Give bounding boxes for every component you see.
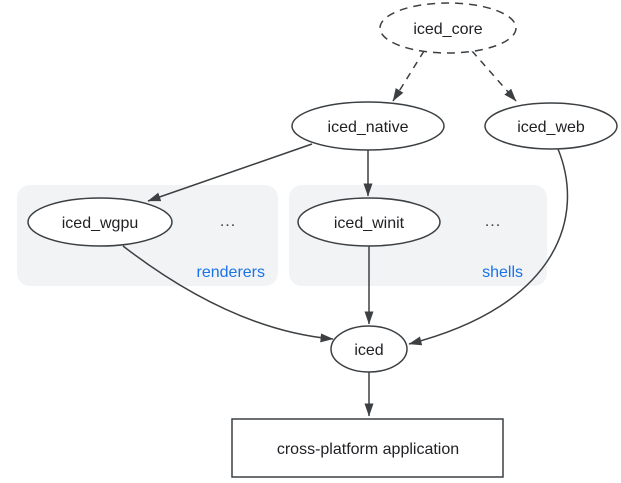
iced-label: iced — [354, 342, 383, 359]
node-iced-winit: iced_winit — [297, 197, 441, 247]
iced-web-label: iced_web — [517, 119, 585, 136]
iced-wgpu-ellipse — [27, 197, 173, 247]
edge-web-to-iced — [408, 148, 569, 346]
edge-core-to-native — [392, 50, 425, 102]
node-cross-platform-application: cross-platform application — [231, 418, 504, 478]
renderers-group-label: renderers — [197, 264, 265, 281]
shells-group-label: shells — [482, 264, 523, 281]
iced-ellipse — [330, 325, 408, 373]
edge-wgpu-to-iced — [122, 245, 334, 343]
node-iced-web: iced_web — [484, 102, 618, 150]
renderers-ellipsis: ... — [220, 213, 236, 230]
edge-native-to-wgpu — [147, 143, 313, 202]
iced-winit-ellipse — [297, 197, 441, 247]
iced-native-ellipse — [291, 101, 445, 151]
node-iced-core: iced_core — [379, 2, 517, 54]
iced-wgpu-label: iced_wgpu — [62, 215, 139, 232]
edge-core-to-web — [471, 50, 517, 102]
shells-ellipsis: ... — [485, 213, 501, 230]
iced-native-label: iced_native — [328, 119, 409, 136]
iced-web-ellipse — [484, 102, 618, 150]
node-iced: iced — [330, 325, 408, 373]
node-iced-native: iced_native — [291, 101, 445, 151]
iced-core-ellipse — [379, 2, 517, 54]
app-label: cross-platform application — [277, 441, 459, 458]
node-iced-wgpu: iced_wgpu — [27, 197, 173, 247]
iced-core-label: iced_core — [413, 21, 482, 38]
iced-winit-label: iced_winit — [334, 215, 405, 232]
app-rect — [231, 418, 504, 478]
